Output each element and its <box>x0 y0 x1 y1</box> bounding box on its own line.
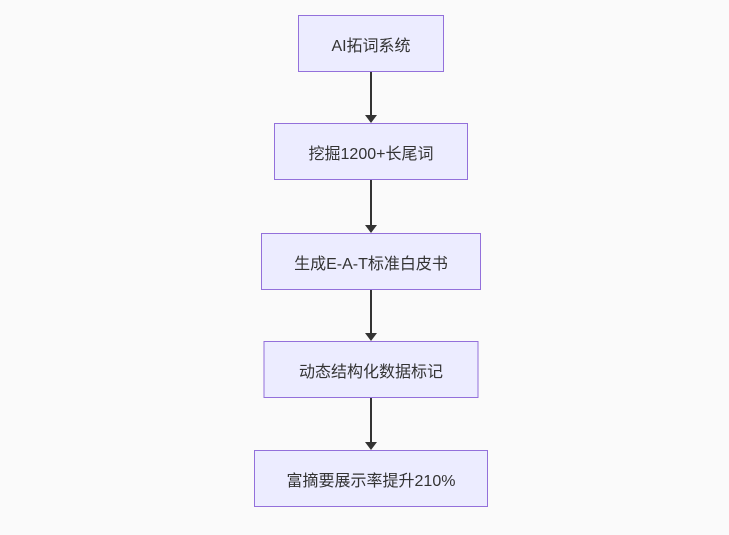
flow-node-label: AI拓词系统 <box>331 37 411 55</box>
flow-node-eat-whitepaper: 生成E-A-T标准白皮书 <box>261 233 481 290</box>
flow-node-label: 挖掘1200+长尾词 <box>308 145 434 163</box>
edge-line <box>370 72 372 115</box>
flow-node-ai-word-expansion: AI拓词系统 <box>298 15 444 72</box>
arrow-down-icon <box>365 115 377 123</box>
flow-edge <box>365 290 377 341</box>
arrow-down-icon <box>365 333 377 341</box>
arrow-down-icon <box>365 225 377 233</box>
edge-line <box>370 180 372 225</box>
edge-line <box>370 398 372 442</box>
flow-node-longtail-keywords: 挖掘1200+长尾词 <box>274 123 468 180</box>
flow-edge <box>365 180 377 233</box>
flow-node-rich-snippet-result: 富摘要展示率提升210% <box>254 450 488 507</box>
flow-edge <box>365 398 377 450</box>
flow-node-label: 动态结构化数据标记 <box>298 363 443 381</box>
flow-edge <box>365 72 377 123</box>
flow-node-label: 生成E-A-T标准白皮书 <box>294 255 448 273</box>
arrow-down-icon <box>365 442 377 450</box>
edge-line <box>370 290 372 333</box>
flow-node-label: 富摘要展示率提升210% <box>286 472 456 490</box>
flow-node-structured-data: 动态结构化数据标记 <box>263 341 479 398</box>
